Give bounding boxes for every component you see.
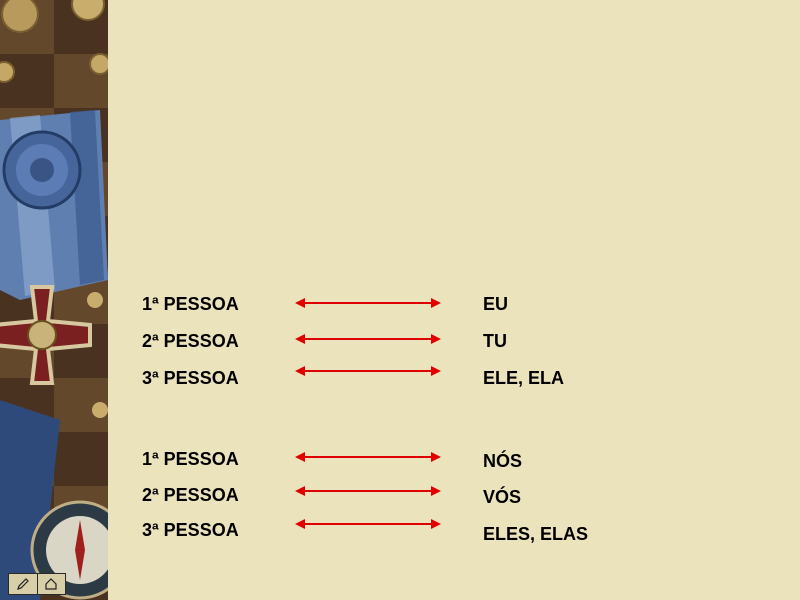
person-label: 3ª PESSOA	[142, 368, 239, 388]
nav-home-button[interactable]	[38, 574, 66, 594]
double-arrow-icon	[295, 486, 441, 496]
double-arrow-icon	[295, 452, 441, 462]
person-label: 2ª PESSOA	[142, 485, 239, 505]
decorative-medal-image	[0, 0, 108, 600]
person-label: 3ª PESSOA	[142, 520, 239, 540]
pronoun-label: NÓS	[483, 451, 523, 471]
person-label: 2ª PESSOA	[142, 331, 239, 351]
nav-edit-button[interactable]	[9, 574, 38, 594]
home-icon	[45, 578, 57, 590]
pronoun-row: 1ª PESSOA NÓS	[0, 447, 800, 477]
double-arrow-icon	[295, 519, 441, 529]
slide-content-area	[108, 0, 800, 600]
double-arrow-icon	[295, 334, 441, 344]
pronoun-label: TU	[483, 331, 507, 351]
pronoun-row: 3ª PESSOA ELES, ELAS	[0, 519, 800, 550]
person-label: 1ª PESSOA	[142, 449, 239, 469]
pencil-icon	[16, 578, 29, 590]
pronoun-row: 3ª PESSOA ELE, ELA	[0, 366, 800, 396]
pronoun-label: ELE, ELA	[483, 368, 565, 388]
double-arrow-icon	[295, 298, 441, 308]
slide-navigation	[8, 573, 66, 595]
pronoun-label: VÓS	[483, 487, 522, 507]
pronoun-row: 1ª PESSOA EU	[0, 292, 800, 322]
pronoun-label: EU	[483, 294, 509, 314]
pronoun-row: 2ª PESSOA TU	[0, 329, 800, 359]
pronoun-label: ELES, ELAS	[483, 524, 589, 544]
person-label: 1ª PESSOA	[142, 294, 239, 314]
double-arrow-icon	[295, 366, 441, 376]
pronoun-row: 2ª PESSOA VÓS	[0, 483, 800, 513]
